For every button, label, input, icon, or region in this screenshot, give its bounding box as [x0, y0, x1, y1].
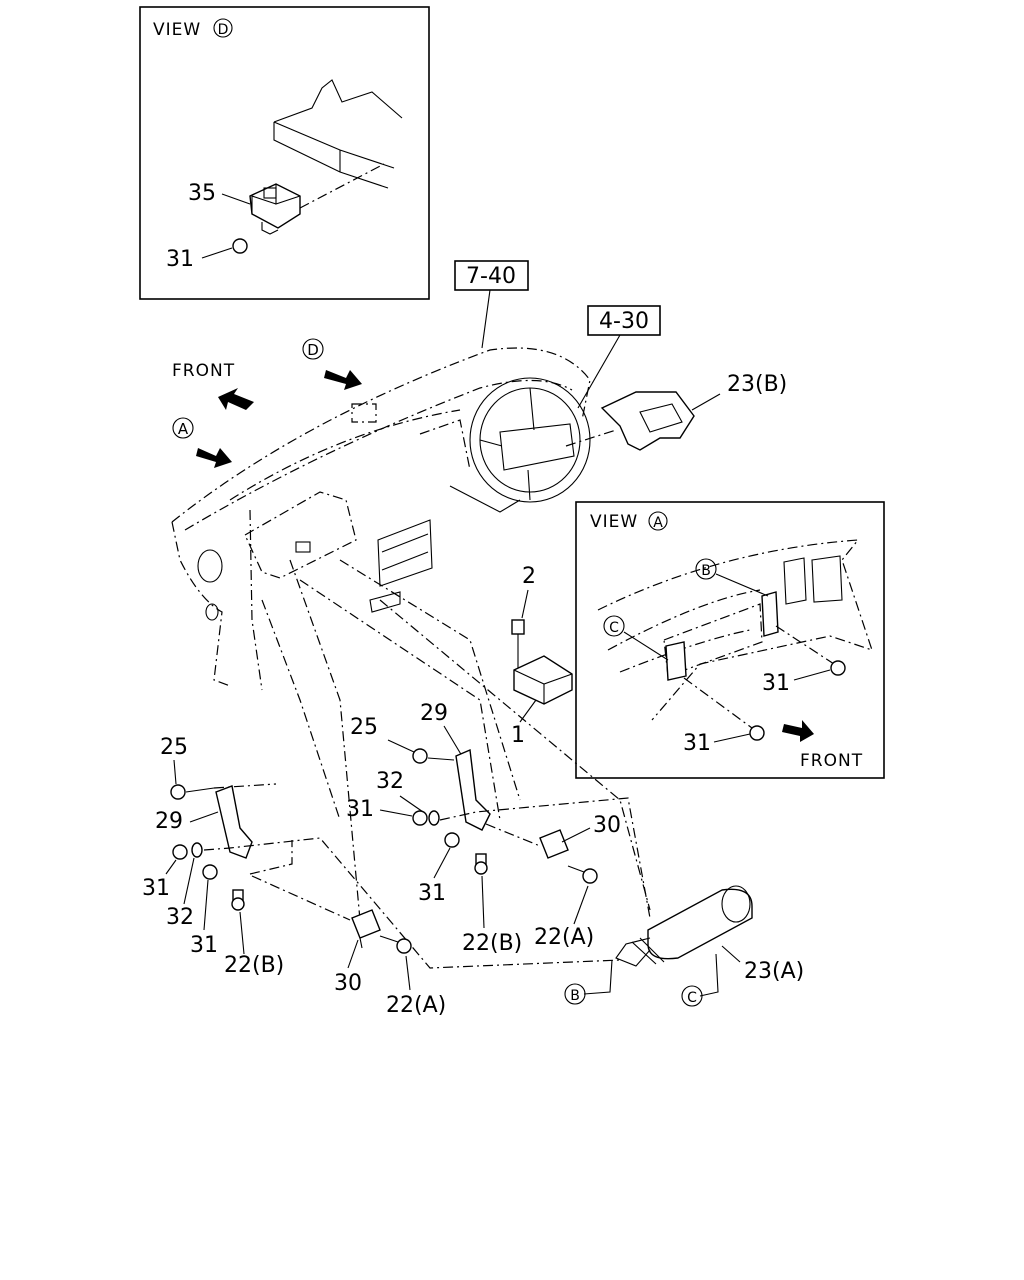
nut-31-icon: [202, 864, 218, 880]
view-d-circle-letter: D: [218, 22, 229, 38]
view-a-front-arrow-icon: [782, 720, 814, 742]
dashboard-drawing: [171, 347, 651, 921]
nut-31-icon: [830, 660, 846, 676]
washer-32-icon: [428, 810, 440, 826]
label-30-mid: 30: [593, 813, 621, 838]
view-a-label-b: B: [701, 563, 711, 579]
arrow-d-circle: [302, 338, 324, 360]
view-d-title: VIEW: [153, 20, 201, 40]
view-a-circle: [648, 511, 668, 531]
bracket-29-mid-icon: [455, 748, 491, 831]
view-d-panel: [273, 79, 403, 189]
label-29-mid: 29: [420, 701, 448, 726]
view-a-arrow-icon: [196, 448, 232, 468]
label-22b-mid: 22(B): [462, 931, 522, 956]
nut-31-icon: [172, 844, 188, 860]
label-2: 2: [522, 564, 536, 589]
bracket-30-mid-icon: [539, 829, 569, 859]
ref-4-30-label: 4-30: [599, 309, 649, 334]
view-a-circle-letter: A: [653, 515, 663, 531]
ref-7-40: 7-40: [454, 260, 529, 349]
airbag-23a-icon: [615, 885, 753, 967]
clip-b-icon: [761, 591, 779, 637]
airbag-23b-icon: [600, 391, 695, 451]
clip-c-icon: [665, 641, 687, 681]
bracket-30-left-icon: [351, 909, 381, 949]
label-31-mid-a: 31: [346, 797, 374, 822]
connector-b-letter: B: [570, 988, 580, 1004]
nut-31-icon: [749, 725, 765, 741]
view-a-frame: [575, 501, 885, 779]
view-d-label-35: 35: [188, 181, 216, 206]
label-25-mid: 25: [350, 715, 378, 740]
bolt-22a-left-icon: [379, 935, 412, 954]
label-22a-mid: 22(A): [534, 925, 594, 950]
nut-31-icon: [232, 238, 248, 254]
view-a-label-31-upper: 31: [762, 671, 790, 696]
view-a-label-31-lower: 31: [683, 731, 711, 756]
label-32-left: 32: [166, 905, 194, 930]
view-d-arrow-icon: [324, 370, 362, 390]
view-d-label-31: 31: [166, 247, 194, 272]
nut-31-icon: [412, 810, 428, 826]
view-a-label-c: C: [609, 620, 619, 636]
control-unit-1-icon: [513, 655, 573, 705]
label-25-left: 25: [160, 735, 188, 760]
view-a-inset: VIEW A B C 31 31 FRONT: [575, 501, 885, 779]
nut-31-icon: [444, 832, 460, 848]
connector-c-letter: C: [687, 990, 697, 1006]
washer-32-icon: [191, 842, 203, 858]
arrow-d-letter: D: [307, 341, 319, 359]
view-d-inset: VIEW D 35 31: [139, 6, 430, 300]
connector-c-circle: [681, 985, 703, 1007]
front-arrow-icon: [218, 388, 254, 410]
label-31-mid-b: 31: [418, 881, 446, 906]
bolt-22b-mid-icon: [474, 853, 488, 875]
label-1: 1: [511, 723, 525, 748]
label-23a: 23(A): [744, 959, 804, 984]
front-label-main: FRONT: [172, 361, 235, 381]
label-23b: 23(B): [727, 372, 787, 397]
arrow-a-circle: [172, 417, 194, 439]
connector-b-circle: [564, 983, 586, 1005]
ref-7-40-label: 7-40: [466, 264, 516, 289]
label-32-mid: 32: [376, 769, 404, 794]
bracket-29-left-icon: [215, 785, 253, 859]
screw-25-mid-icon: [412, 748, 455, 764]
sensor-35-icon: [249, 183, 301, 235]
view-d-circle: [213, 18, 233, 38]
steering-wheel-icon: [469, 377, 591, 503]
ref-4-30: 4-30: [577, 305, 661, 409]
label-31-left-a: 31: [142, 876, 170, 901]
bolt-22a-mid-icon: [567, 865, 598, 884]
label-31-left-b: 31: [190, 933, 218, 958]
view-a-front-label: FRONT: [800, 751, 863, 771]
label-22a-left: 22(A): [386, 993, 446, 1018]
view-d-frame: [139, 6, 430, 300]
label-30-left: 30: [334, 971, 362, 996]
label-22b-left: 22(B): [224, 953, 284, 978]
label-29-left: 29: [155, 809, 183, 834]
view-a-title: VIEW: [590, 512, 638, 532]
bolt-22b-left-icon: [231, 889, 245, 911]
arrow-a-letter: A: [178, 420, 189, 438]
screw-25-icon: [170, 784, 215, 800]
